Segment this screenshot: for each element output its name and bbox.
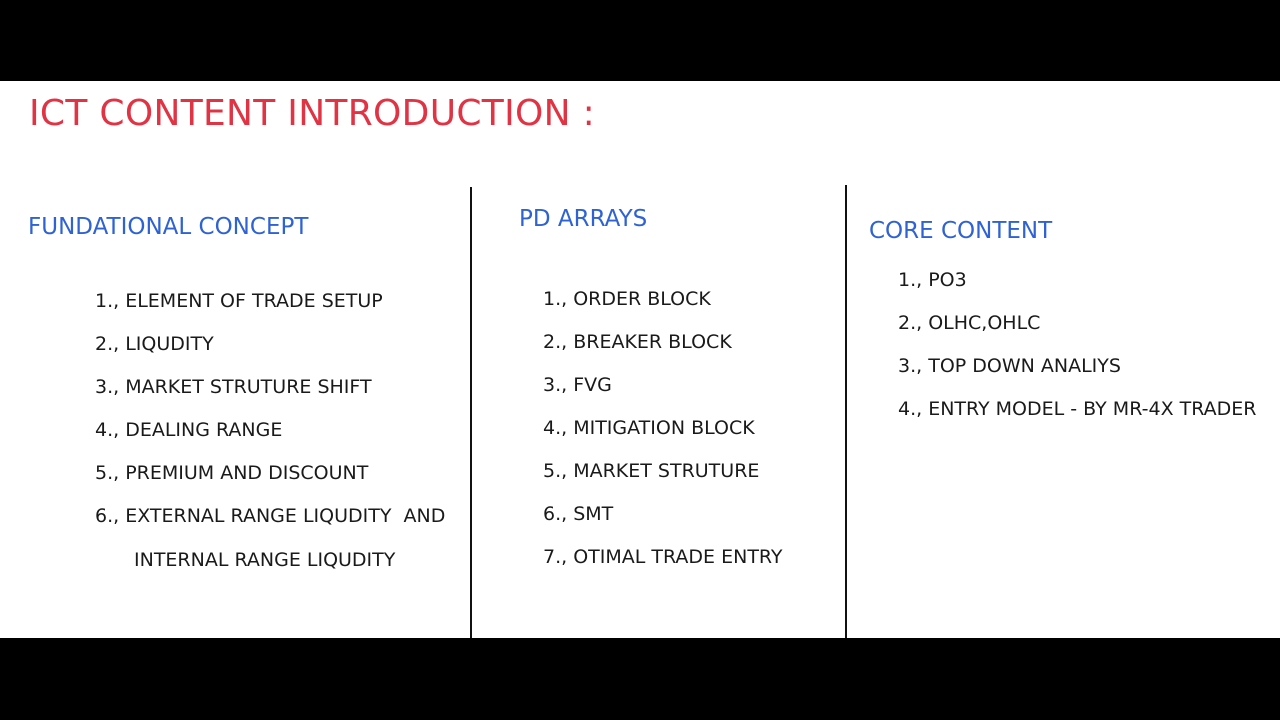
column-heading-core-content: CORE CONTENT	[869, 218, 1053, 244]
letterbox-top	[0, 0, 1280, 81]
column-heading-pd-arrays: PD ARRAYS	[519, 206, 648, 232]
core-content-list: 1., PO3 2., OLHC,OHLC 3., TOP DOWN ANALI…	[898, 259, 1257, 431]
list-item: 6., SMT	[543, 503, 614, 525]
column-divider	[845, 185, 847, 638]
list-item: 4., DEALING RANGE	[95, 419, 283, 441]
list-item: 2., BREAKER BLOCK	[543, 331, 732, 353]
list-item: 2., OLHC,OHLC	[898, 312, 1041, 334]
list-item: 7., OTIMAL TRADE ENTRY	[543, 546, 783, 568]
fundational-concept-list: 1., ELEMENT OF TRADE SETUP 2., LIQUDITY …	[95, 280, 445, 538]
list-item: 4., MITIGATION BLOCK	[543, 417, 755, 439]
list-item: 3., MARKET STRUTURE SHIFT	[95, 376, 372, 398]
list-item: 1., PO3	[898, 269, 967, 291]
list-item: 4., ENTRY MODEL - BY MR-4X TRADER	[898, 398, 1257, 420]
list-item: 5., PREMIUM AND DISCOUNT	[95, 462, 369, 484]
list-item: 6., EXTERNAL RANGE LIQUDITY AND	[95, 505, 446, 527]
list-item-continuation: INTERNAL RANGE LIQUDITY	[134, 549, 396, 571]
column-divider	[470, 187, 472, 638]
slide: ICT CONTENT INTRODUCTION : FUNDATIONAL C…	[0, 81, 1280, 638]
pd-arrays-list: 1., ORDER BLOCK 2., BREAKER BLOCK 3., FV…	[543, 278, 783, 579]
list-item: 5., MARKET STRUTURE	[543, 460, 760, 482]
list-item: 3., FVG	[543, 374, 612, 396]
list-item: 1., ELEMENT OF TRADE SETUP	[95, 290, 383, 312]
list-item: 1., ORDER BLOCK	[543, 288, 711, 310]
list-item: 3., TOP DOWN ANALIYS	[898, 355, 1121, 377]
letterbox-bottom	[0, 638, 1280, 720]
list-item: 2., LIQUDITY	[95, 333, 214, 355]
column-heading-fundational-concept: FUNDATIONAL CONCEPT	[28, 214, 309, 240]
slide-title: ICT CONTENT INTRODUCTION :	[29, 93, 596, 134]
